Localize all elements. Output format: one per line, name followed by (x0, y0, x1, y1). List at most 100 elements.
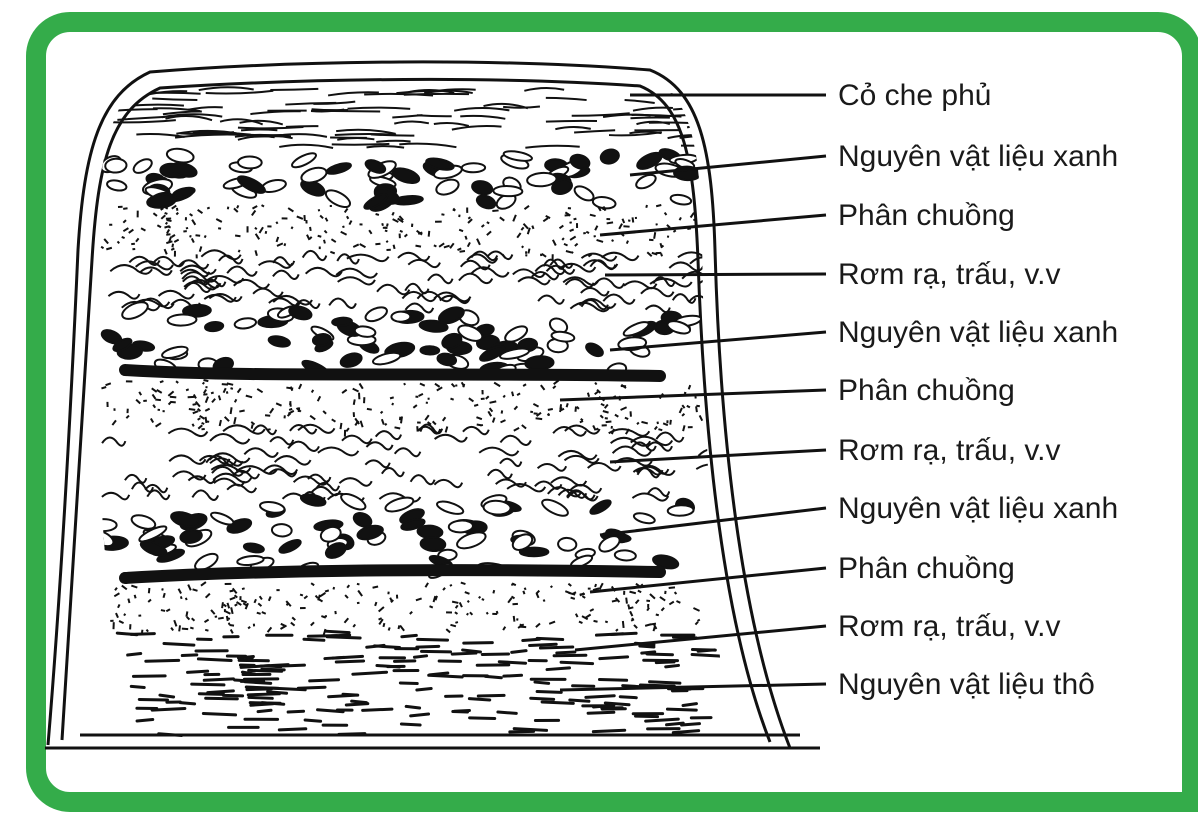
texture-mark (503, 627, 505, 630)
texture-mark (270, 89, 318, 90)
texture-mark (136, 238, 139, 241)
texture-mark (636, 716, 658, 717)
texture-mark (333, 587, 334, 589)
texture-mark (690, 257, 731, 266)
texture-mark (186, 389, 189, 390)
texture-mark (281, 624, 285, 626)
texture-mark (549, 622, 555, 624)
texture-mark (570, 700, 589, 701)
texture-mark (391, 312, 410, 322)
texture-mark (510, 731, 534, 732)
texture-mark (597, 240, 604, 242)
texture-mark (580, 421, 583, 422)
texture-mark (325, 231, 327, 233)
texture-mark (479, 448, 518, 456)
texture-mark (353, 389, 359, 392)
texture-mark (277, 237, 279, 242)
texture-mark (548, 414, 550, 415)
texture-mark (363, 709, 392, 710)
texture-mark (115, 588, 117, 591)
texture-mark (298, 425, 334, 433)
texture-mark (570, 222, 572, 223)
texture-mark (619, 224, 622, 229)
texture-mark (425, 415, 429, 420)
texture-mark (606, 422, 612, 423)
texture-mark (695, 622, 698, 625)
texture-mark (450, 243, 454, 248)
texture-mark (395, 448, 421, 456)
texture-mark (192, 238, 194, 242)
texture-mark (420, 384, 425, 386)
texture-mark (434, 480, 462, 487)
texture-mark (575, 407, 576, 412)
texture-mark (683, 704, 696, 706)
texture-mark (117, 633, 137, 635)
texture-mark (622, 219, 624, 223)
texture-mark (186, 598, 187, 600)
texture-mark (434, 123, 469, 126)
texture-mark (161, 610, 165, 611)
texture-mark (118, 604, 120, 607)
texture-mark (417, 646, 439, 647)
texture-mark (392, 212, 393, 215)
texture-mark (230, 388, 232, 389)
texture-mark (324, 240, 325, 244)
texture-mark (626, 598, 627, 604)
texture-mark (640, 646, 654, 647)
texture-mark (474, 405, 478, 406)
texture-mark (153, 213, 157, 216)
texture-mark (385, 231, 387, 232)
texture-mark (553, 386, 556, 388)
texture-mark (171, 248, 174, 249)
texture-mark (594, 621, 598, 622)
texture-mark (162, 588, 163, 590)
texture-mark (425, 583, 428, 587)
texture-mark (562, 238, 564, 240)
texture-mark (488, 411, 491, 416)
texture-mark (166, 222, 168, 224)
texture-mark (616, 629, 618, 631)
texture-mark (238, 388, 241, 392)
texture-mark (406, 706, 419, 708)
texture-mark (471, 179, 494, 196)
texture-mark (139, 392, 141, 395)
texture-mark (531, 698, 554, 699)
texture-mark (682, 405, 684, 408)
texture-mark (437, 387, 442, 390)
texture-mark (661, 254, 662, 257)
texture-mark (325, 631, 349, 632)
texture-mark (595, 383, 596, 385)
texture-mark (486, 396, 489, 399)
texture-mark (528, 228, 530, 234)
texture-mark (382, 223, 383, 226)
texture-mark (700, 415, 703, 420)
layers-group (87, 87, 759, 735)
texture-mark (311, 111, 380, 112)
texture-mark (595, 226, 597, 231)
texture-mark (268, 335, 291, 349)
texture-mark (478, 695, 504, 696)
texture-mark (204, 380, 209, 381)
texture-mark (174, 240, 178, 242)
texture-mark (698, 620, 700, 621)
texture-mark (452, 653, 476, 654)
texture-mark (188, 107, 223, 110)
texture-mark (218, 618, 224, 619)
texture-mark (572, 252, 573, 254)
texture-mark (205, 620, 209, 622)
texture-mark (231, 607, 232, 614)
texture-mark (229, 623, 230, 625)
texture-mark (292, 617, 295, 620)
texture-mark (411, 714, 429, 716)
texture-mark (203, 713, 235, 714)
texture-mark (228, 618, 230, 619)
texture-mark (621, 407, 627, 410)
texture-mark (579, 622, 582, 624)
texture-mark (165, 249, 167, 254)
texture-mark (348, 108, 411, 109)
texture-mark (537, 638, 563, 639)
texture-mark (601, 404, 604, 406)
texture-mark (227, 603, 229, 608)
texture-mark (106, 248, 112, 250)
texture-mark (249, 670, 282, 671)
